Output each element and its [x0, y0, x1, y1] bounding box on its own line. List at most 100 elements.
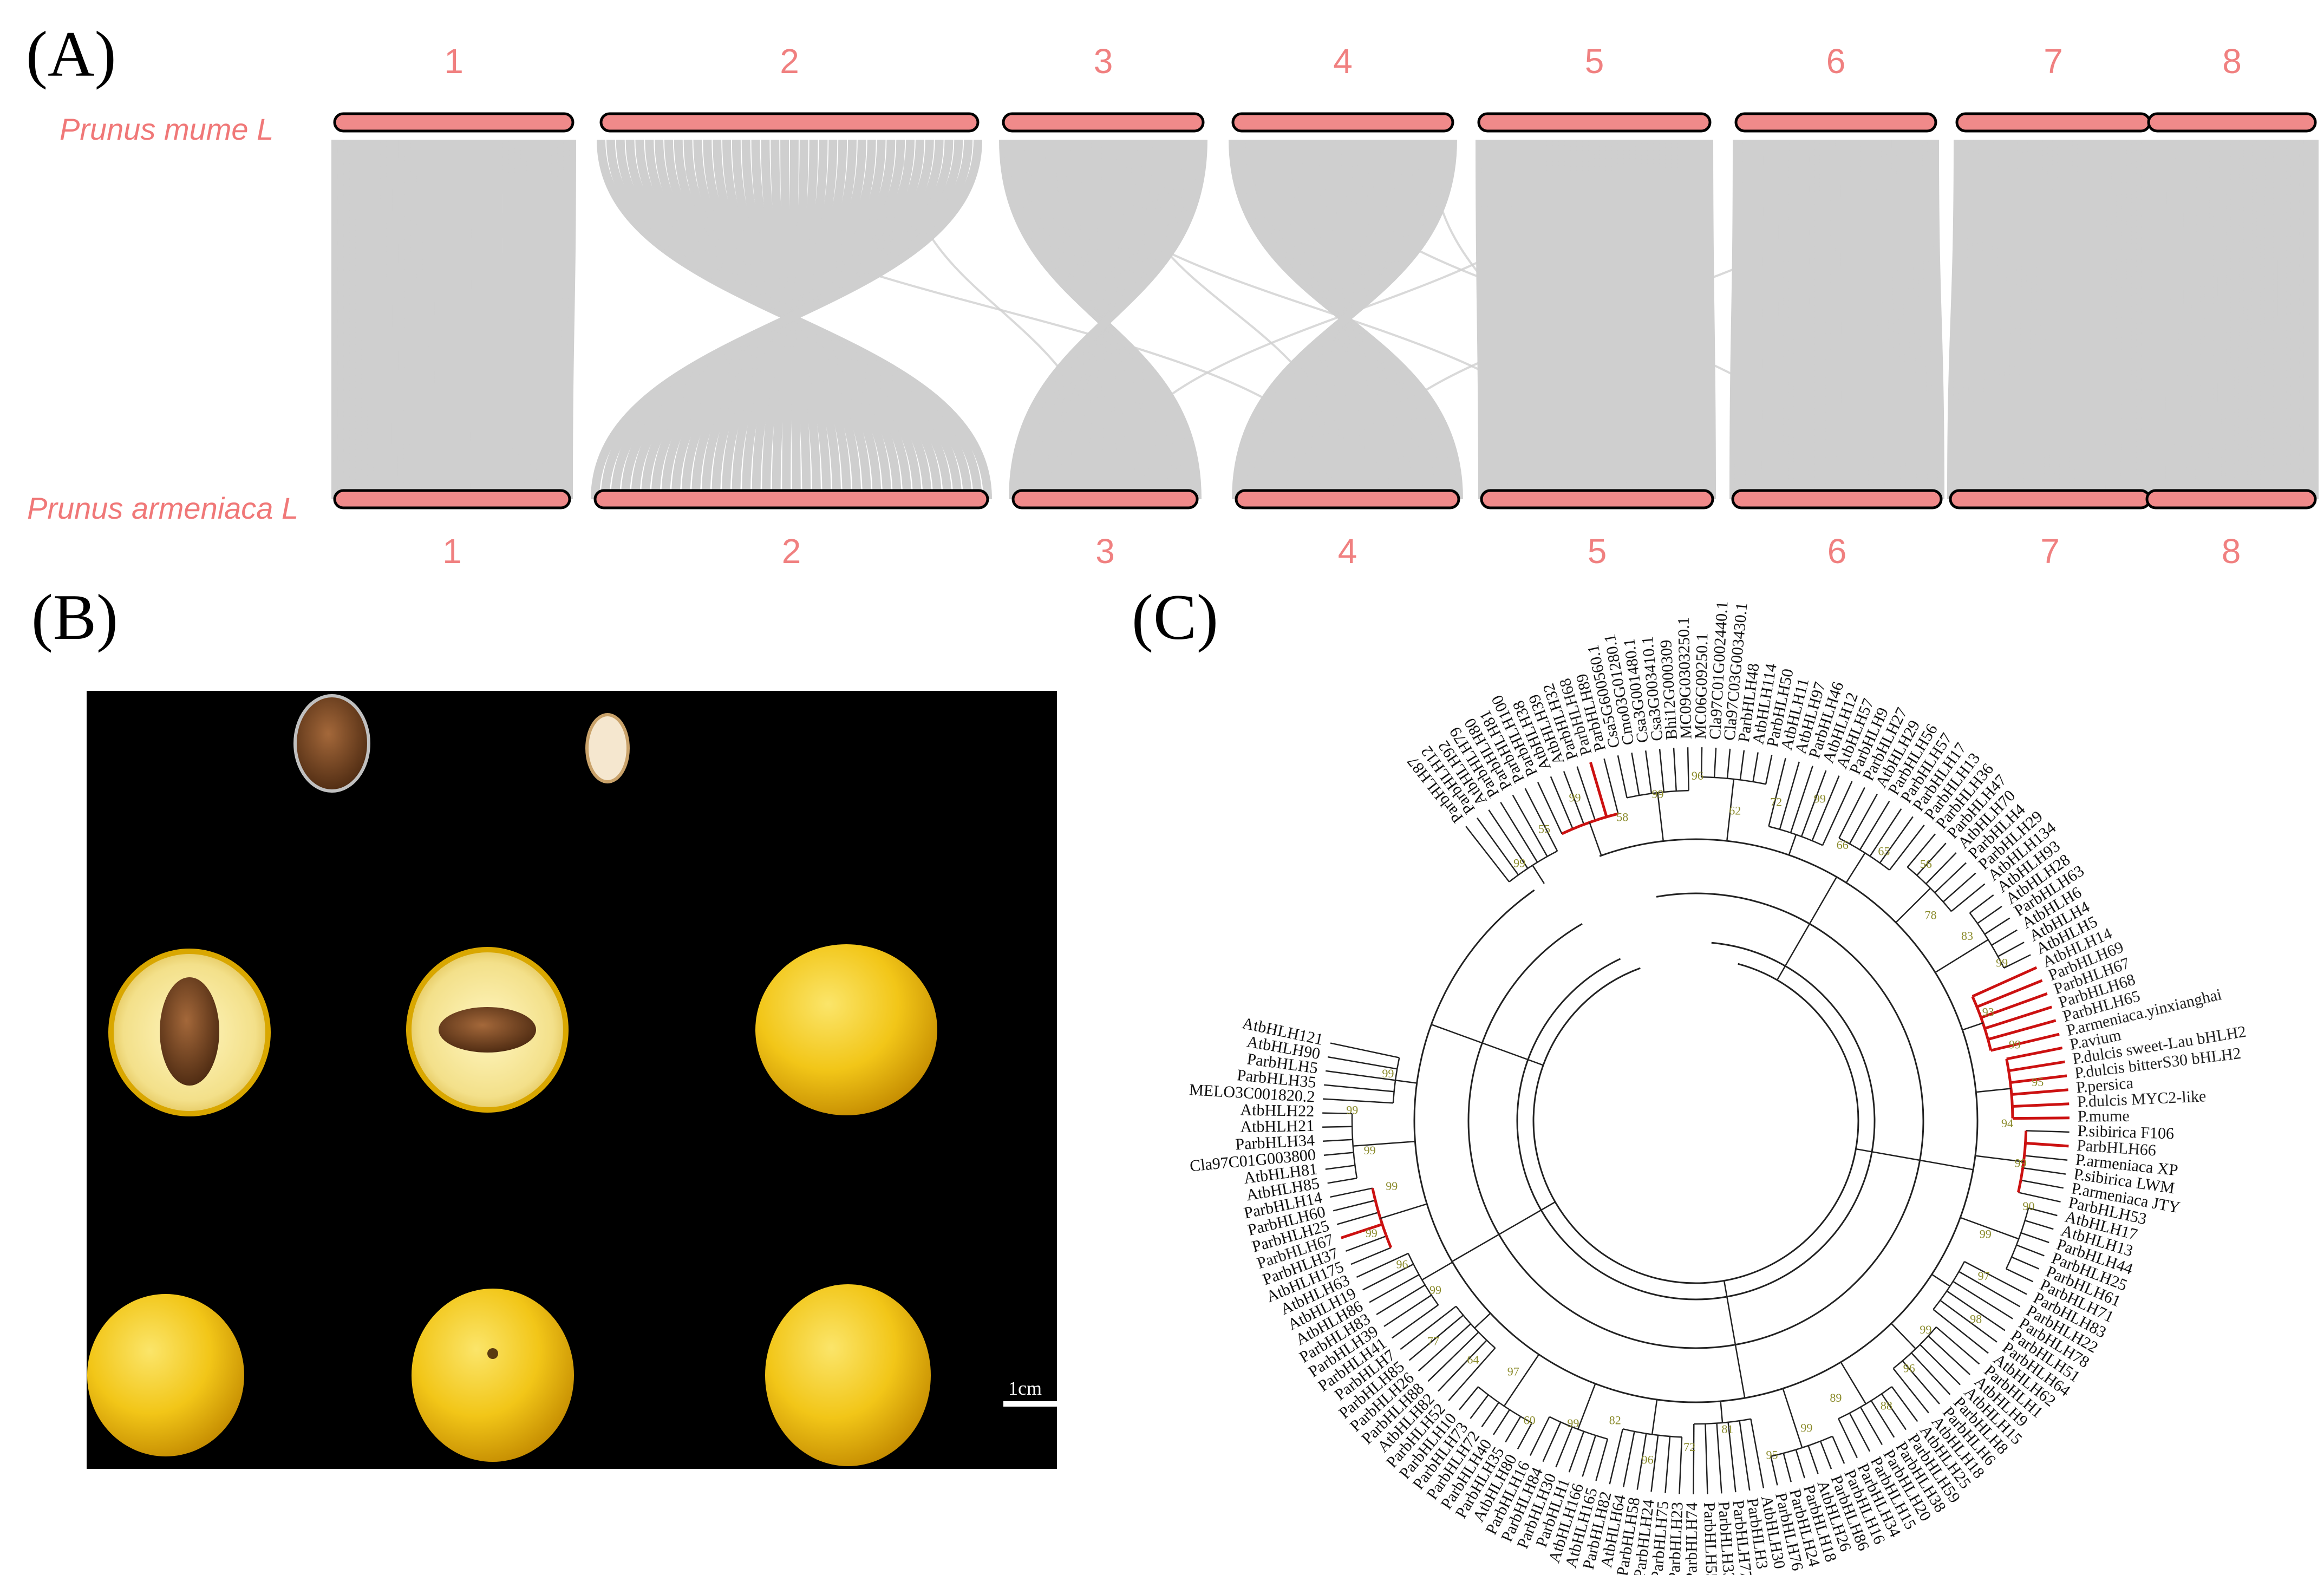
bootstrap-value: 65: [1878, 845, 1890, 858]
tree-branch: [1720, 1401, 1724, 1423]
tree-leaf-label: P.sibirica F106: [2077, 1122, 2174, 1142]
fruit-half-2: [406, 947, 569, 1113]
synteny-link: [1232, 139, 1457, 500]
tree-branch: [1942, 872, 1976, 903]
bootstrap-value: 88: [1881, 1399, 1892, 1413]
tree-arc: [1768, 826, 1823, 846]
tree-branch: [1889, 825, 1925, 871]
synteny-link: [391, 139, 399, 500]
synteny-link: [1009, 139, 1207, 500]
tree-branch: [1651, 1399, 1658, 1435]
synteny-link: [1529, 139, 1538, 500]
bootstrap-value: 96: [1903, 1361, 1915, 1375]
synteny-link: [1523, 139, 1532, 500]
synteny-link: [1594, 139, 1603, 500]
species-bottom-label: Prunus armeniaca L: [27, 491, 298, 525]
synteny-link: [2059, 139, 2069, 500]
tree-branch: [2006, 1268, 2034, 1283]
tree-branch: [1650, 1435, 1659, 1492]
bootstrap-value: 95: [2032, 1075, 2044, 1089]
synteny-link: [1695, 139, 1705, 500]
tree-branch: [1705, 1423, 1708, 1494]
synteny-link: [548, 139, 558, 500]
chromosome-top-2: [599, 112, 980, 133]
tree-branch: [1936, 1326, 1980, 1365]
synteny-link: [2160, 139, 2169, 500]
synteny-link: [446, 139, 454, 500]
synteny-link: [452, 139, 460, 500]
synteny-links: [331, 139, 2319, 500]
tree-branch: [1881, 1393, 1907, 1430]
synteny-link: [591, 139, 982, 500]
tree-branch: [1928, 1335, 1971, 1375]
synteny-link: [1517, 139, 1526, 500]
synteny-link: [1988, 139, 2000, 500]
bootstrap-value: 99: [1364, 1143, 1376, 1157]
synteny-link: [2090, 139, 2099, 500]
chromosome-bottom-label: 3: [1095, 532, 1115, 571]
tree-branch: [2026, 1130, 2070, 1133]
tree-branch: [1870, 1400, 1895, 1438]
tree-arc: [1516, 942, 1876, 1300]
tree-branch: [1636, 1433, 1647, 1490]
synteny-link: [1799, 139, 1806, 500]
phylogenetic-tree: ParbHLH87ParbHLH12AtbHLH92ParbHLH79ParbH…: [1189, 601, 2247, 1575]
tree-branch: [1322, 1139, 1353, 1142]
synteny-link: [1476, 139, 1485, 500]
tree-branch: [1555, 1427, 1573, 1468]
tree-branch: [1997, 942, 2025, 957]
tree-branch: [1890, 1323, 1916, 1350]
bootstrap-value: 66: [1837, 838, 1849, 852]
tree-branch: [1907, 833, 1936, 868]
tree-leaf-label: ParbHLH23: [1665, 1501, 1686, 1575]
tree-branch: [1976, 979, 2043, 1009]
synteny-link: [530, 139, 540, 500]
chromosome-bottom-label: 7: [2040, 532, 2060, 571]
bootstrap-value: 99: [1651, 787, 1663, 801]
bootstrap-value: 82: [1609, 1413, 1621, 1427]
bootstrap-value: 99: [1567, 1416, 1579, 1430]
synteny-link: [1917, 139, 1929, 500]
tree-arc: [1467, 892, 1924, 1349]
synteny-link: [1902, 139, 1912, 500]
tree-branch: [1353, 1140, 1415, 1147]
synteny-link: [2008, 139, 2020, 500]
tree-branch: [1752, 752, 1759, 782]
chromosome-top-label: 6: [1826, 42, 1846, 81]
synteny-link: [1850, 139, 1859, 500]
panel-label-c: (C): [1132, 581, 1218, 653]
synteny-link: [2208, 139, 2216, 500]
tree-branch: [1911, 1352, 1951, 1395]
tree-branch: [1845, 852, 1866, 883]
tree-branch: [1935, 939, 1989, 973]
synteny-link: [1927, 139, 1940, 500]
tree-branch: [1664, 1436, 1671, 1493]
bootstrap-value: 95: [1766, 1448, 1778, 1461]
synteny-link: [2019, 139, 2029, 500]
chromosome-top-label: 1: [444, 42, 464, 81]
tree-branch: [2020, 1232, 2049, 1244]
synteny-link: [476, 139, 485, 500]
tree-branch: [1934, 862, 1967, 893]
synteny-link: [2116, 139, 2124, 500]
tree-branch: [2010, 1074, 2067, 1084]
bootstrap-value: 96: [1642, 1453, 1654, 1467]
bootstrap-value: 97: [1978, 1269, 1990, 1283]
synteny-link: [2013, 139, 2025, 500]
tree-branch: [1408, 1315, 1464, 1361]
scale-bar-label: 1cm: [1008, 1377, 1042, 1399]
tree-branch: [1576, 766, 1596, 821]
tree-arc: [1532, 963, 1859, 1284]
synteny-link: [469, 139, 479, 500]
synteny-link: [421, 139, 430, 500]
tree-branch: [1383, 1295, 1432, 1327]
bootstrap-value: 99: [1920, 1323, 1931, 1336]
tree-branch: [1488, 809, 1529, 869]
tree-branch: [1976, 1088, 2012, 1093]
bootstrap-value: 90: [2022, 1199, 2034, 1213]
bootstrap-value: 99: [1429, 1283, 1441, 1297]
tree-branch: [1595, 1439, 1609, 1481]
synteny-link: [2136, 139, 2143, 500]
tree-branch: [2006, 1047, 2063, 1061]
bootstrap-value: 99: [1513, 856, 1525, 870]
